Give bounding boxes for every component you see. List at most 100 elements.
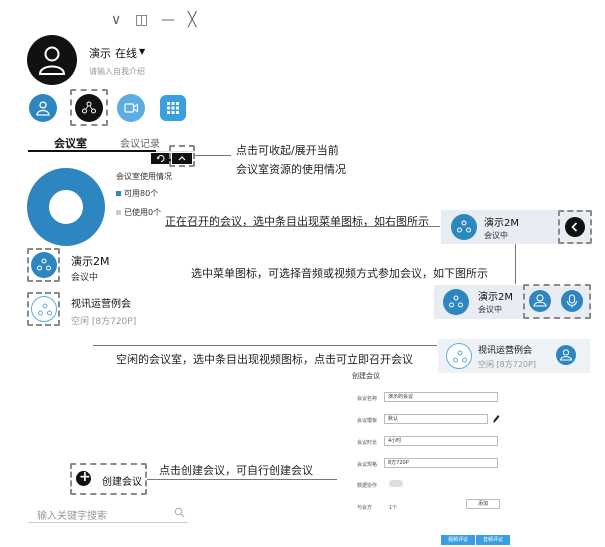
usage-donut-chart	[27, 168, 105, 246]
legend-used-label: 已使用0个	[124, 208, 162, 217]
tab-active-indicator	[28, 150, 156, 152]
room-status: 空闲 [8方720P]	[71, 317, 137, 327]
create-meeting-button[interactable]: +	[76, 469, 91, 486]
meeting-spec-select[interactable]: 8方720P	[384, 458, 498, 468]
meeting-name-input[interactable]: 演示的会议	[384, 392, 498, 402]
join-audio-button[interactable]	[561, 290, 583, 312]
meeting-room-button[interactable]	[75, 94, 103, 122]
annotation-connector	[147, 479, 337, 480]
tab-meeting-records[interactable]: 会议记录	[120, 139, 160, 150]
card-room-name: 视讯运营例会	[478, 346, 533, 356]
microphone-icon	[566, 294, 578, 308]
room-icon	[451, 214, 477, 240]
contacts-button[interactable]	[29, 94, 57, 122]
meeting-group-icon	[38, 303, 52, 316]
duration-value: 4小时	[388, 438, 402, 444]
minimize-window-icon[interactable]: —	[161, 12, 175, 28]
search-icon[interactable]	[174, 507, 185, 518]
meeting-group-icon	[457, 220, 471, 233]
create-meeting-label[interactable]: 创建会议	[102, 477, 142, 488]
form-label-name: 会议名称	[357, 396, 378, 402]
form-label-participants: 与会方	[357, 505, 373, 511]
annotation-connector	[165, 226, 440, 227]
meeting-group-icon	[82, 101, 96, 114]
room-icon	[443, 289, 469, 315]
audio-meeting-label: 音频评议	[482, 537, 503, 543]
grid-icon	[167, 102, 179, 114]
form-label-duration: 会议时长	[357, 440, 378, 446]
card-room-status: 会议中	[478, 305, 502, 314]
room-status: 会议中	[71, 273, 99, 283]
spec-value: 8方720P	[388, 460, 409, 466]
meeting-name-value: 演示的会议	[388, 394, 414, 400]
start-video-meeting-button[interactable]	[556, 345, 576, 365]
meeting-group-icon	[453, 350, 467, 363]
plus-icon: +	[79, 469, 91, 485]
intro-input[interactable]: 请输入自我介绍	[89, 67, 145, 76]
video-button[interactable]	[117, 94, 145, 122]
annotation-collapse-line2: 会议室资源的使用情况	[236, 163, 346, 176]
meeting-duration-select[interactable]: 4小时	[384, 436, 498, 446]
create-meeting-highlight	[70, 463, 147, 495]
collapse-usage-button[interactable]	[172, 153, 192, 164]
restore-window-icon[interactable]: ◫	[135, 12, 149, 28]
meeting-group-icon	[37, 258, 51, 271]
join-options-highlight	[523, 284, 591, 319]
refresh-icon	[156, 155, 165, 162]
card-room-status: 会议中	[484, 231, 508, 240]
annotation-connector	[515, 244, 516, 284]
annotation-menu-icon: 选中菜单图标，可选择音频或视频方式参加会议，如下图所示	[191, 267, 488, 280]
form-title: 创建会议	[352, 372, 380, 380]
menu-icon-highlight	[558, 210, 592, 244]
video-meeting-button[interactable]: 视频评议	[441, 535, 475, 545]
status-dropdown[interactable]: 在线	[115, 47, 137, 60]
data-collab-toggle[interactable]	[389, 480, 403, 487]
edit-pencil-icon[interactable]	[492, 414, 500, 424]
room-name[interactable]: 视讯运营例会	[71, 299, 131, 310]
annotation-idle-meeting: 空闲的会议室，选中条目出现视频图标，点击可立即召开会议	[116, 353, 413, 366]
room-icon	[31, 296, 57, 322]
room-item-highlight	[27, 248, 60, 282]
usage-donut-available	[27, 168, 105, 246]
annotation-connector	[195, 155, 231, 156]
add-participant-button[interactable]: 添加	[466, 499, 500, 509]
chevron-left-icon	[571, 222, 578, 232]
apps-button[interactable]	[160, 95, 186, 121]
tab-meeting-room[interactable]: 会议室	[54, 137, 87, 150]
profile-name: 演示	[89, 47, 111, 60]
search-underline	[28, 522, 188, 523]
room-icon	[446, 343, 472, 369]
video-join-icon	[533, 294, 547, 307]
video-join-icon	[559, 349, 573, 361]
form-label-spec: 会议规格	[357, 462, 378, 468]
search-input[interactable]: 输入关键字搜索	[37, 511, 107, 522]
meeting-room-button-highlight	[70, 89, 108, 126]
room-icon	[31, 252, 57, 278]
legend-used-swatch	[116, 210, 121, 215]
audio-meeting-button[interactable]: 音频评议	[476, 535, 510, 545]
card-room-name: 演示2M	[484, 218, 519, 229]
user-icon	[38, 46, 66, 75]
annotation-create: 点击创建会议，可自行创建会议	[159, 464, 313, 477]
menu-button[interactable]	[565, 217, 585, 237]
collapse-window-icon[interactable]: ∨	[111, 12, 122, 28]
card-room-status: 空闲 [8方720P]	[478, 360, 536, 369]
room-item-highlight	[27, 292, 60, 326]
room-name[interactable]: 演示2M	[71, 255, 110, 268]
meeting-template-select[interactable]: 默认	[384, 414, 488, 424]
chevron-up-icon	[178, 156, 186, 161]
annotation-active-meeting: 正在召开的会议，选中条目出现菜单图标，如右图所示	[165, 215, 429, 228]
add-participant-label: 添加	[477, 501, 488, 507]
person-icon	[36, 101, 50, 116]
template-value: 默认	[388, 416, 399, 422]
legend-available-label: 可用80个	[124, 189, 159, 198]
join-video-button[interactable]	[529, 290, 551, 312]
refresh-button[interactable]	[151, 153, 171, 164]
annotation-collapse-line1: 点击可收起/展开当前	[236, 144, 339, 157]
status-dropdown-arrow-icon[interactable]: ▼	[139, 47, 146, 56]
usage-title: 会议室使用情况	[116, 172, 172, 181]
user-avatar[interactable]	[27, 35, 77, 85]
card-room-name: 演示2M	[478, 292, 513, 303]
annotation-connector	[93, 345, 437, 346]
close-window-icon[interactable]: ╳	[188, 12, 197, 28]
